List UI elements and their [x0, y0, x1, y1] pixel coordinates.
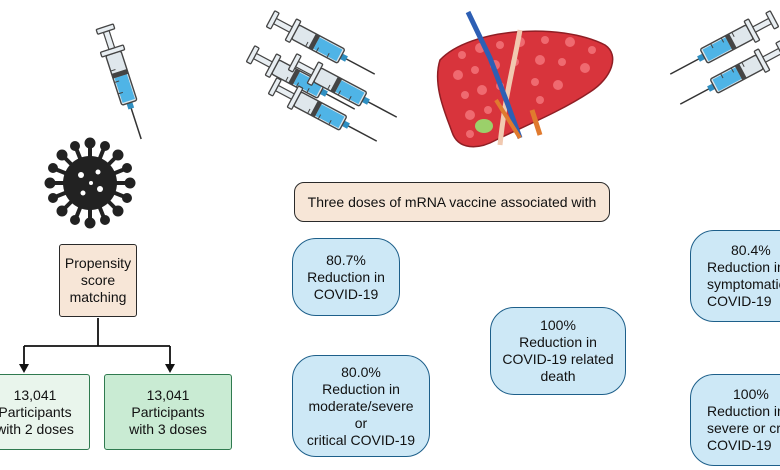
box-line: matching	[69, 289, 127, 305]
outcome-line: symptomatic	[707, 276, 780, 292]
outcome-moderate-severe-box: 80.0% Reduction in moderate/severe or cr…	[292, 355, 430, 457]
box-line: with 3 doses	[129, 420, 207, 437]
three-doses-group-box: 13,041 Participants with 3 doses	[104, 374, 232, 450]
box-line: Participants	[131, 403, 205, 420]
outcome-line: critical COVID-19	[306, 431, 416, 448]
box-line: score	[80, 272, 116, 288]
outcome-line: Reduction in	[707, 259, 780, 275]
box-line: Participants	[0, 403, 72, 420]
outcome-line: moderate/severe	[308, 397, 414, 414]
box-line: 13,041	[146, 386, 190, 403]
outcome-line: COVID-19	[707, 437, 772, 453]
propensity-score-box: Propensity score matching	[59, 244, 137, 317]
outcome-line: Reduction in	[322, 380, 400, 397]
box-line: with 2 doses	[0, 420, 74, 437]
outcome-line: Reduction in	[519, 334, 597, 350]
syringe-icon	[92, 22, 154, 144]
outcome-line: or	[354, 414, 368, 431]
flow-connector	[23, 318, 171, 364]
outcome-value: 80.0%	[341, 363, 381, 380]
outcome-value: 80.7%	[326, 251, 366, 268]
outcome-severe-critical-box: 100% Reduction in severe or critical COV…	[690, 374, 780, 466]
outcome-value: 100%	[733, 386, 769, 402]
outcome-line: COVID-19 related	[502, 351, 614, 367]
liver-icon	[436, 10, 614, 148]
outcome-line: COVID-19	[707, 293, 772, 309]
outcome-line: Reduction in	[707, 403, 780, 419]
title-box: Three doses of mRNA vaccine associated w…	[294, 182, 610, 222]
box-line: 13,041	[13, 386, 57, 403]
two-doses-group-box: 13,041 Participants with 2 doses	[0, 374, 90, 450]
outcome-symptomatic-box: 80.4% Reduction in symptomatic COVID-19	[690, 230, 780, 322]
outcome-covid19-box: 80.7% Reduction in COVID-19	[292, 238, 400, 316]
outcome-line: COVID-19	[313, 285, 379, 302]
outcome-line: severe or critical	[707, 420, 780, 436]
coronavirus-icon	[44, 137, 136, 229]
outcome-value: 80.4%	[731, 242, 771, 258]
outcome-line: Reduction in	[307, 268, 385, 285]
arrowheads	[19, 364, 175, 373]
outcome-line: death	[540, 368, 576, 384]
outcome-value: 100%	[540, 317, 576, 333]
outcome-death-box: 100% Reduction in COVID-19 related death	[490, 307, 626, 395]
box-line: Propensity	[64, 255, 132, 271]
diagram-title: Three doses of mRNA vaccine associated w…	[307, 193, 597, 210]
